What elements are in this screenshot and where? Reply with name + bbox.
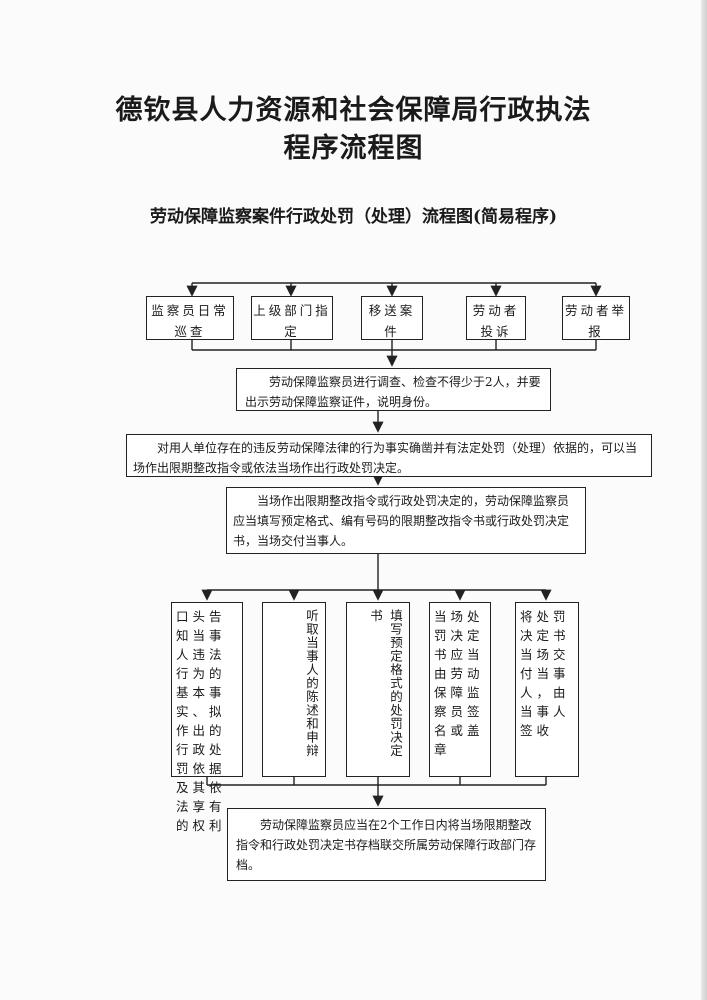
step-archive: 劳动保障监察员应当在2个工作日内将当场限期整改指令和行政处罚决定书存档联交所属劳… — [227, 808, 546, 881]
step-onsite-decision: 对用人单位存在的违反劳动保障法律的行为事实确凿并有法定处罚（处理）依据的，可以当… — [126, 434, 652, 477]
step-issue-documents: 当场作出限期整改指令或行政处罚决定的，劳动保障监察员应当填写预定格式、编有号码的… — [226, 487, 586, 554]
chart-subtitle: 劳动保障监察案件行政处罚（处理）流程图(简易程序) — [149, 207, 558, 227]
page-title-line2: 程序流程图 — [283, 133, 424, 164]
source-box-patrol: 监察员日常巡查 — [146, 296, 234, 340]
source-box-report: 劳动者举报 — [562, 296, 630, 340]
page-title-line1: 德钦县人力资源和社会保障局行政执法 — [115, 95, 592, 126]
source-box-transfer: 移送案件 — [361, 296, 423, 340]
branch-fill-form: 填写预定格式的处罚决定书 — [346, 602, 410, 777]
branch-sign-seal: 当场处罚决定书应当由劳动保障监察员签名或盖章 — [429, 602, 491, 777]
branch-hear-statement: 听取当事人的陈述和申辩 — [262, 602, 326, 777]
scan-edge — [701, 0, 707, 1000]
source-box-assigned: 上级部门指定 — [251, 296, 333, 340]
branch-inform-party: 口头告知当事人违法行为的基本事实、拟作出的行政处罚依据及其依法享有的权利 — [171, 602, 243, 833]
source-box-complaint: 劳动者投诉 — [466, 296, 526, 340]
step-investigation: 劳动保障监察员进行调查、检查不得少于2人，并要出示劳动保障监察证件，说明身份。 — [236, 368, 551, 411]
branch-deliver: 将处罚决定书当场交付当事人，由当事人签收 — [515, 602, 579, 777]
